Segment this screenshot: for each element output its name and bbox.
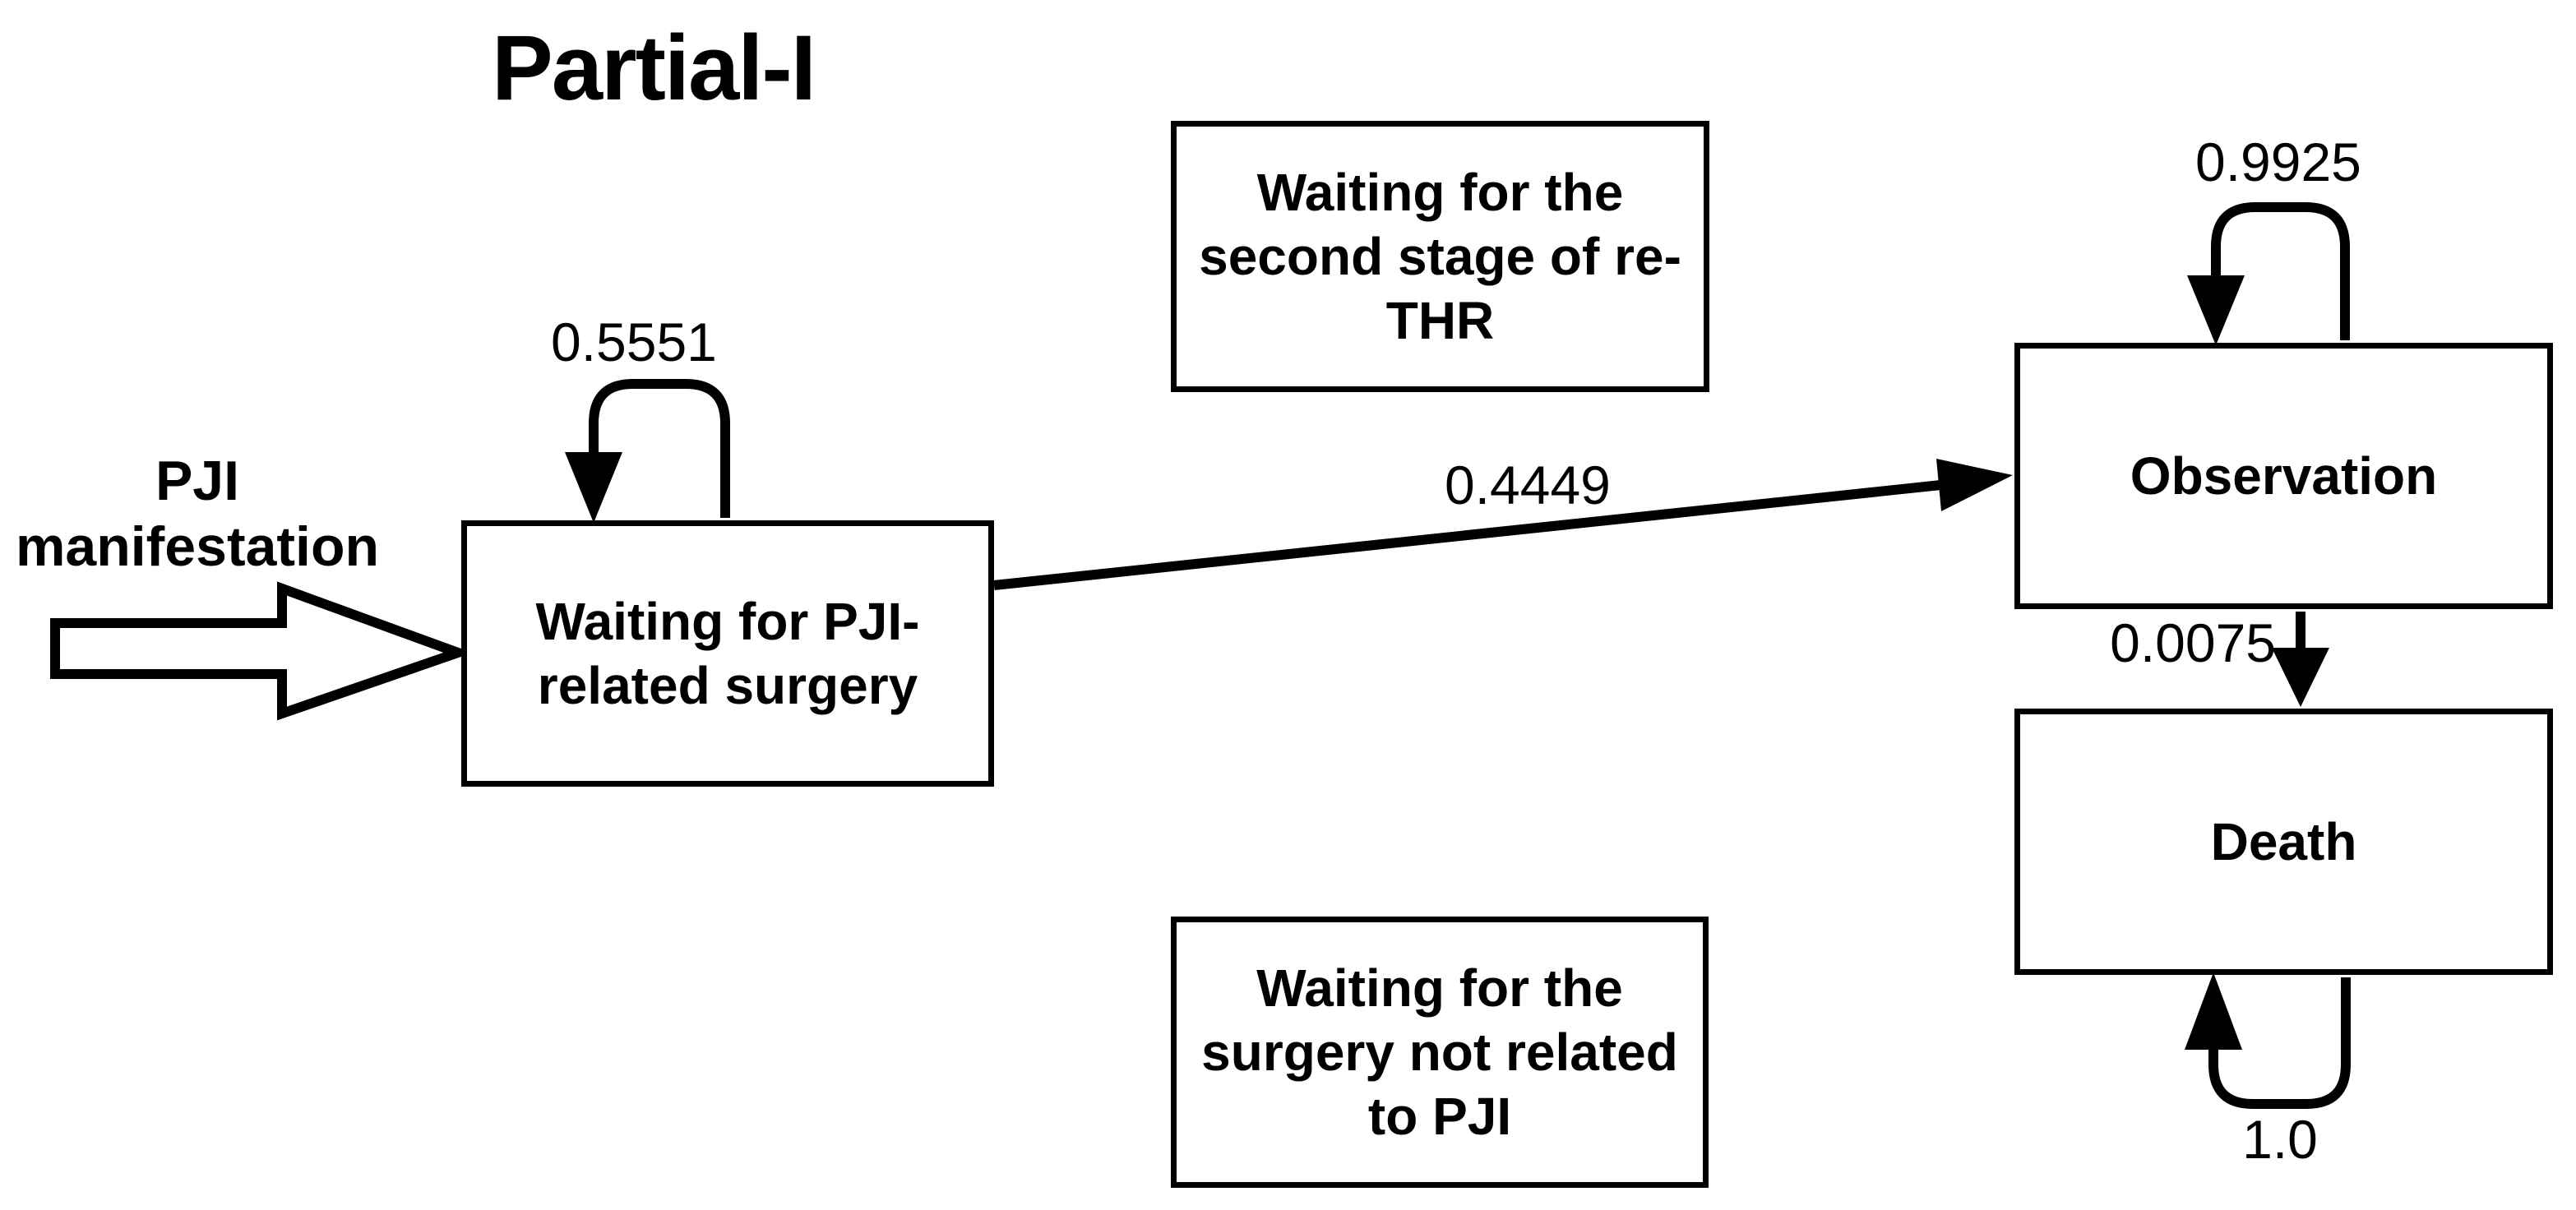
state-death: Death	[2014, 709, 2553, 975]
state-observation: Observation	[2014, 343, 2553, 609]
probability-self-observation: 0.9925	[2195, 132, 2361, 192]
self-loop-death-arrowhead	[2185, 972, 2242, 1050]
self-loop-observation	[2211, 202, 2350, 340]
diagram-title: Partial-I	[492, 16, 816, 119]
state-waiting-pji-surgery: Waiting for PJI- related surgery	[461, 520, 994, 787]
probability-self-death: 1.0	[2242, 1109, 2318, 1170]
self-loop-death	[2208, 977, 2351, 1109]
probability-self-waiting: 0.5551	[551, 312, 717, 372]
self-loop-waiting	[589, 379, 730, 518]
entry-annotation-label: PJI manifestation	[15, 450, 380, 578]
self-loop-observation-arrowhead	[2187, 275, 2245, 345]
arrow-waiting-to-observation-head	[1936, 459, 2013, 511]
state-surgery-not-pji: Waiting for the surgery not related to P…	[1171, 917, 1709, 1188]
arrow-observation-to-death-head	[2272, 648, 2329, 707]
arrow-waiting-to-observation	[993, 479, 1949, 590]
self-loop-waiting-arrowhead	[565, 452, 622, 523]
state-second-stage-rethr: Waiting for the second stage of re- THR	[1171, 121, 1709, 392]
entry-block-arrow	[50, 581, 473, 721]
probability-waiting-to-observation: 0.4449	[1445, 455, 1611, 515]
probability-observation-to-death: 0.0075	[2110, 612, 2276, 673]
